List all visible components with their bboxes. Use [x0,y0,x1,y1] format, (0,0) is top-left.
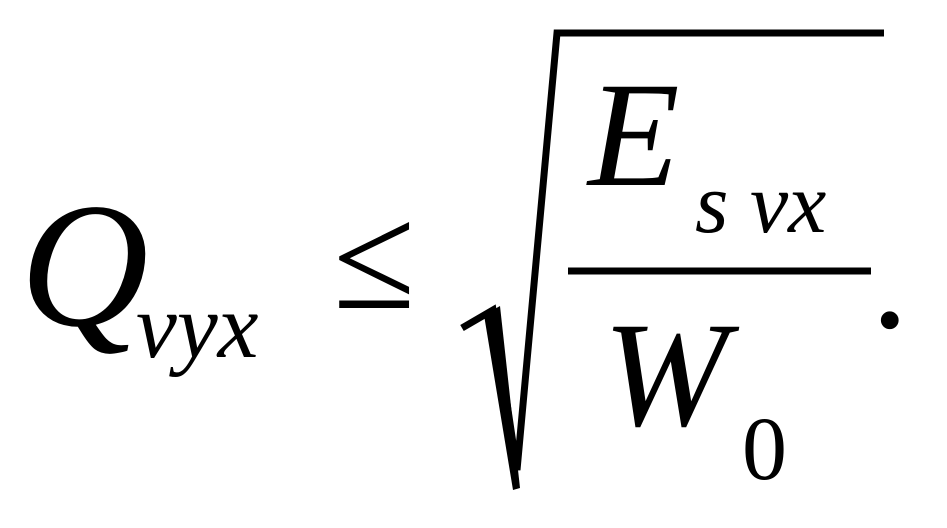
lhs-subscript: vyx [136,275,259,377]
relation-symbol: ≤ [333,175,416,341]
lhs-symbol: Q [20,166,149,364]
numerator-subscript: s vx [695,155,827,251]
numerator-symbol: E [588,52,680,218]
denominator-subscript: 0 [742,400,787,499]
period: . [871,194,909,360]
denominator-symbol: W [603,292,728,458]
